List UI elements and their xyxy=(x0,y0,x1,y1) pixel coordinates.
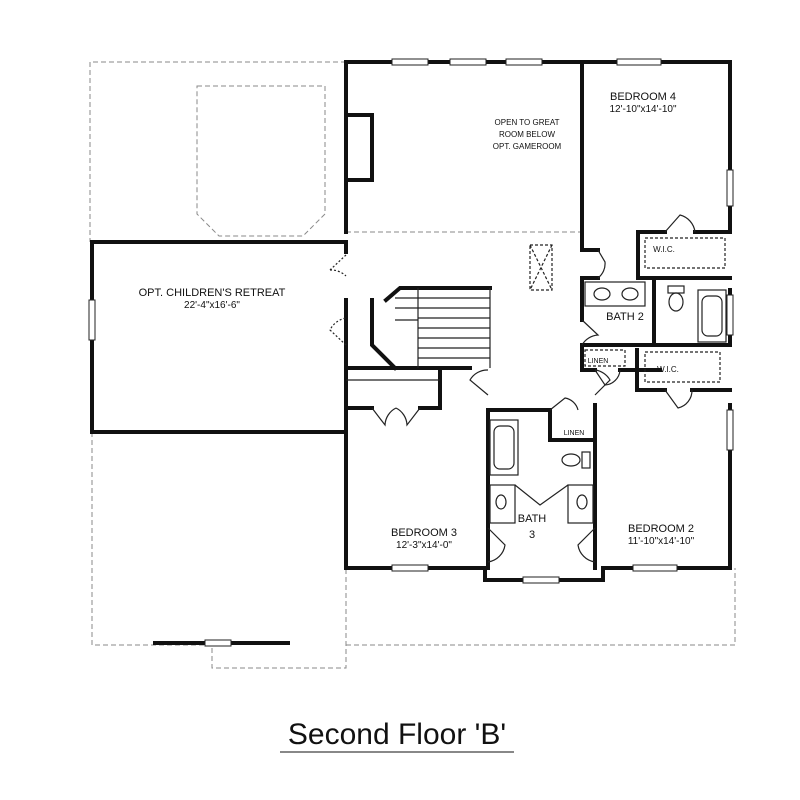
bath3-number: 3 xyxy=(529,529,535,541)
open-to-great-line1: OPEN TO GREAT xyxy=(495,118,560,127)
bedroom3-name: BEDROOM 3 xyxy=(391,527,457,539)
bedroom4-dims: 12'-10"x14'-10" xyxy=(609,104,677,115)
balcony-line xyxy=(153,639,290,647)
stairs xyxy=(395,288,491,368)
interior-walls xyxy=(344,60,732,570)
bedroom2-dims: 11'-10"x14'-10" xyxy=(628,536,695,547)
fixtures xyxy=(346,237,727,524)
exterior-walls xyxy=(344,58,734,584)
childrens-retreat-name: OPT. CHILDREN'S RETREAT xyxy=(139,287,286,299)
attic-access-icon xyxy=(529,244,553,291)
linen-upper-label: LINEN xyxy=(588,358,609,365)
dashed-outlines xyxy=(89,61,736,669)
linen-lower-label: LINEN xyxy=(564,430,585,437)
bedroom3-dims: 12'-3"x14'-0" xyxy=(396,540,452,551)
childrens-retreat-dims: 22'-4"x16'-6" xyxy=(184,300,240,311)
plan-title: Second Floor 'B' xyxy=(288,718,506,751)
wic-lower-label: W.I.C. xyxy=(657,365,679,374)
bath2-name: BATH 2 xyxy=(606,311,644,323)
bedroom4-name: BEDROOM 4 xyxy=(610,91,676,103)
open-to-great-line2: ROOM BELOW xyxy=(499,130,555,139)
wic-upper-label: W.I.C. xyxy=(653,245,675,254)
bath3-name: BATH xyxy=(518,513,547,525)
room-labels: BEDROOM 4 12'-10"x14'-10" OPEN TO GREAT … xyxy=(139,91,695,551)
open-to-great-line3: OPT. GAMEROOM xyxy=(493,142,562,151)
bedroom2-name: BEDROOM 2 xyxy=(628,523,694,535)
door-swings xyxy=(329,214,696,563)
childrens-retreat-walls xyxy=(88,240,348,434)
